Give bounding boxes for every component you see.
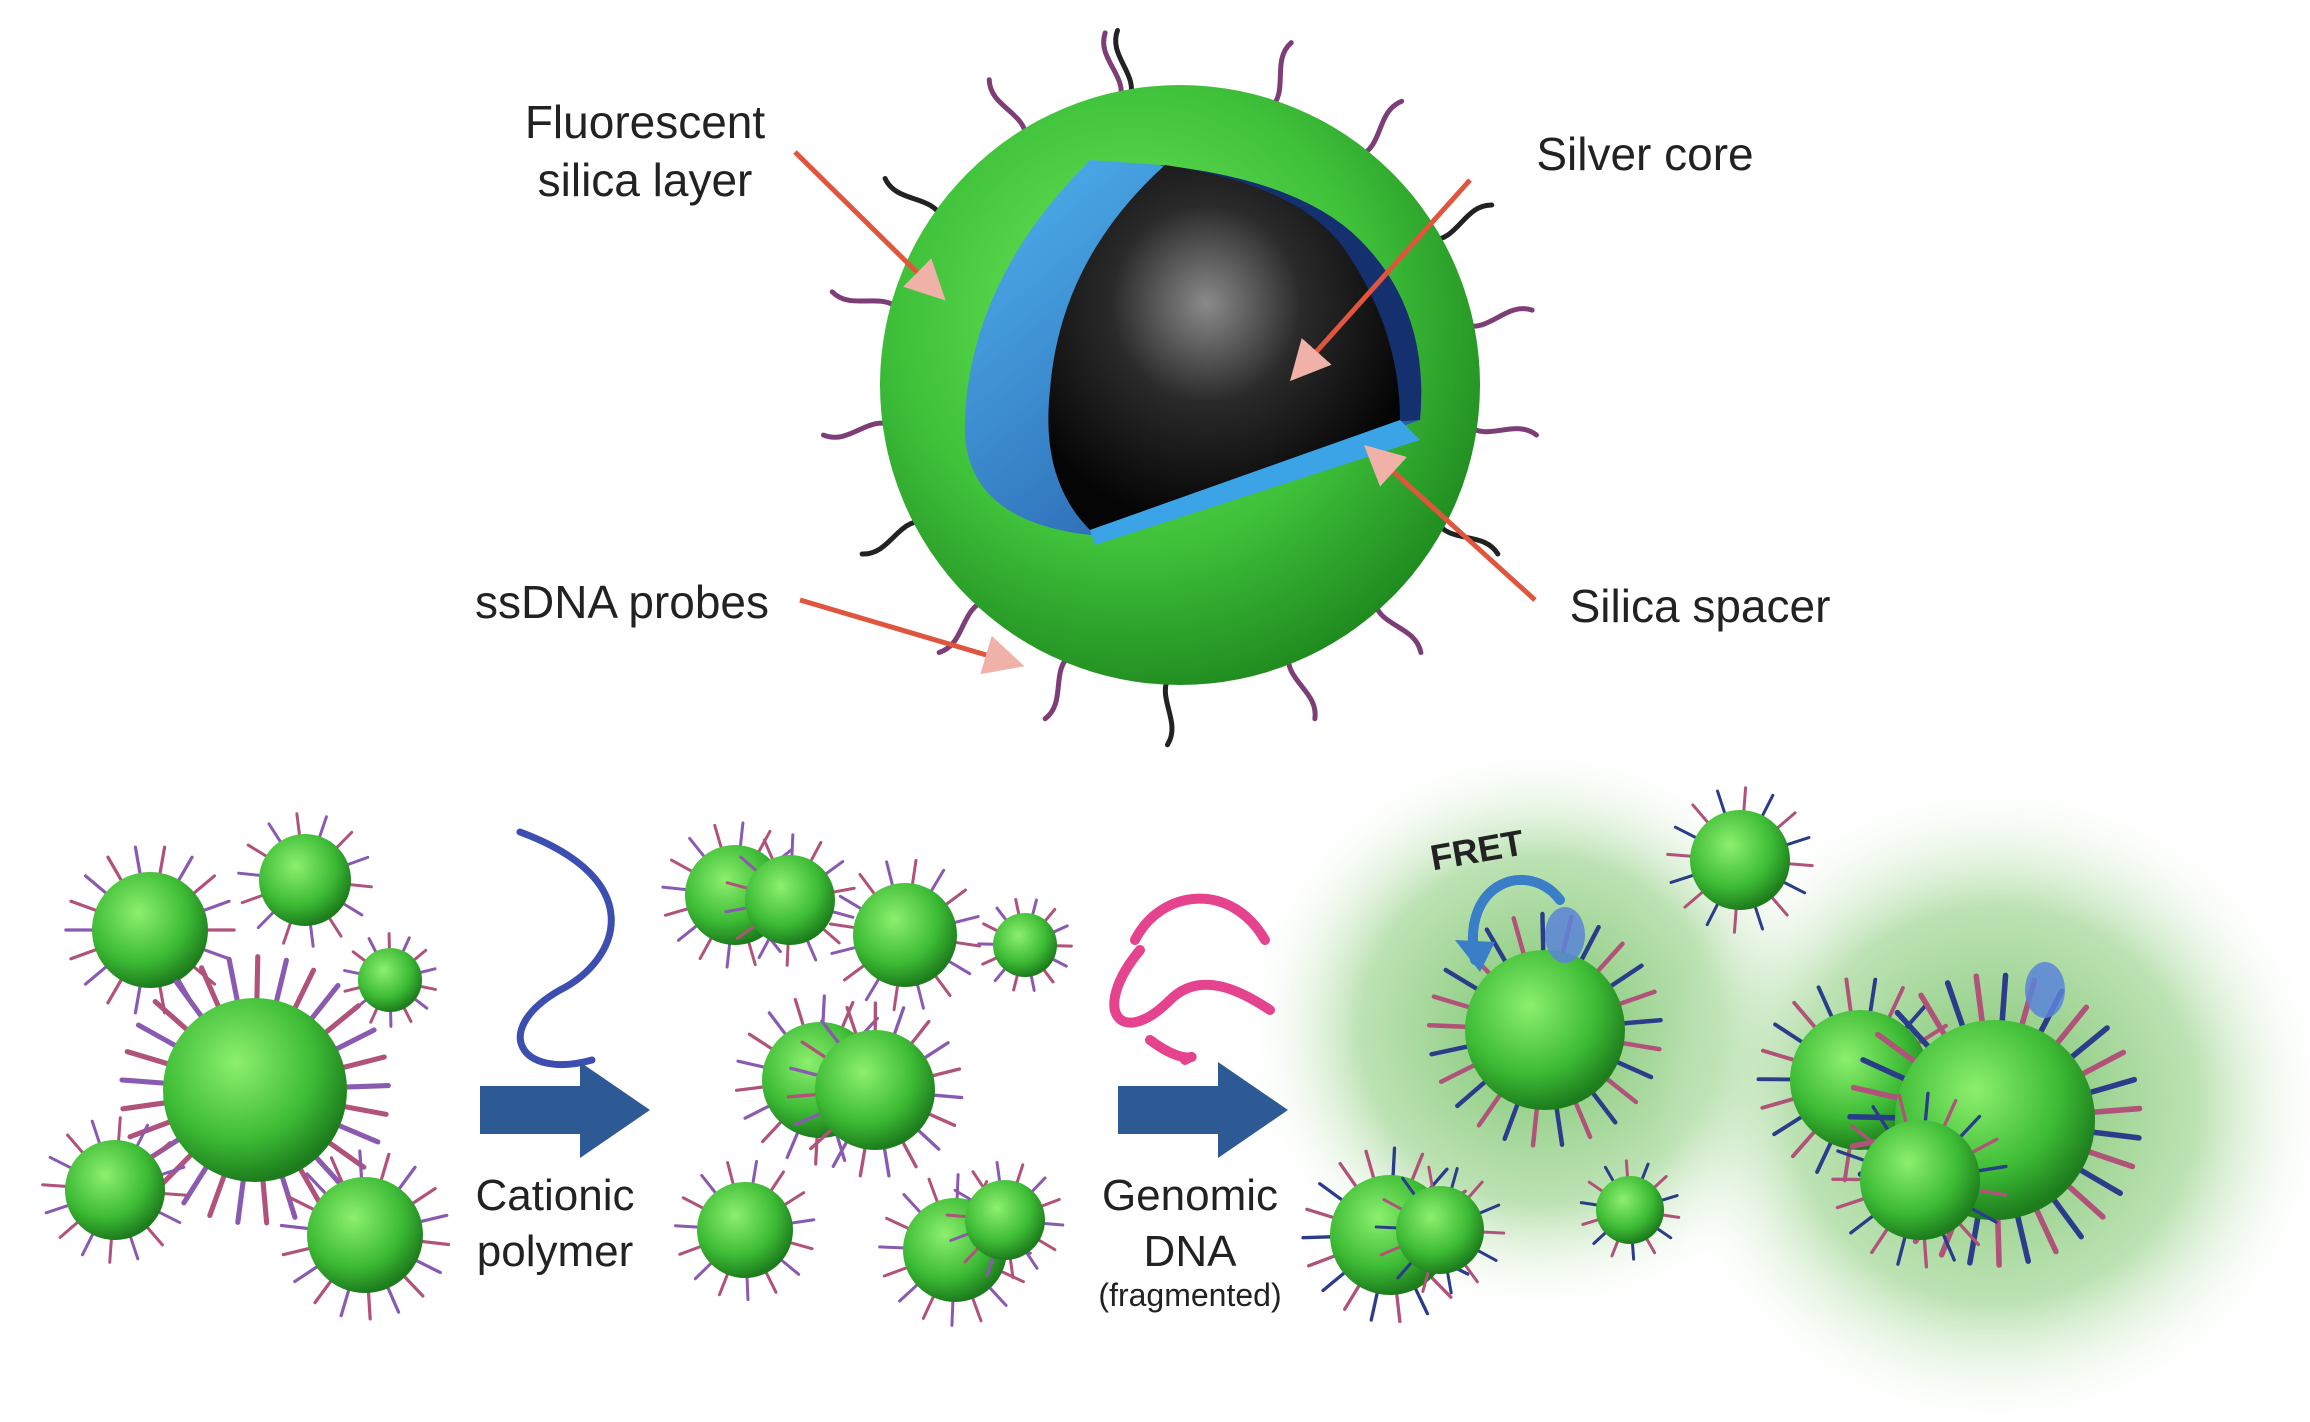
nanoparticle — [1374, 1165, 1506, 1295]
silver-core — [1048, 165, 1400, 530]
particle-body — [697, 1182, 793, 1278]
nanoparticle — [786, 1001, 964, 1178]
pointer-silica-spacer — [1363, 444, 1537, 602]
process-arrow-1 — [480, 1062, 650, 1158]
label-cationic-line1: Cationic — [476, 1171, 635, 1220]
hybridized-dna-highlight-1 — [1545, 907, 1585, 963]
label-fluorescent-layer-line2: silica layer — [538, 154, 753, 206]
label-ssdna-probes: ssDNA probes — [475, 576, 769, 628]
label-genomic-line2: DNA — [1144, 1227, 1238, 1276]
nanoparticle — [674, 1159, 816, 1302]
ssdna-strand — [1267, 40, 1294, 112]
particle-body — [1690, 810, 1790, 910]
particle-body — [1596, 1176, 1664, 1244]
ssdna-strand — [1101, 30, 1124, 104]
label-silver-core: Silver core — [1536, 128, 1753, 180]
fret-indicator: FRET — [1427, 822, 2065, 1018]
particle-body — [163, 998, 347, 1182]
nanoparticle — [64, 845, 236, 1015]
nanoparticle — [724, 833, 856, 967]
ssdna-strand — [829, 289, 903, 313]
ssdna-strand — [1162, 672, 1175, 748]
particle-body — [358, 948, 422, 1012]
dna-fragment-2 — [1109, 945, 1275, 1028]
particle-body — [745, 855, 835, 945]
pointer-ssdna-probes — [799, 597, 1025, 675]
particle-body — [815, 1030, 935, 1150]
label-genomic-line1: Genomic — [1102, 1171, 1278, 1220]
particle-body — [1860, 1120, 1980, 1240]
nanoparticle — [237, 812, 373, 948]
particle-body — [965, 1180, 1045, 1260]
dna-fragment-3 — [1145, 1035, 1197, 1065]
nanoparticle — [1831, 1091, 2008, 1269]
nanoparticle — [41, 1116, 189, 1264]
nanoparticle — [1426, 911, 1663, 1148]
nanoparticle — [343, 932, 437, 1028]
nanoparticle — [279, 1149, 451, 1321]
nanoparticle — [945, 1161, 1065, 1279]
particle-body — [307, 1177, 423, 1293]
genomic-dna-fragments — [1109, 893, 1275, 1065]
ssdna-strand — [882, 176, 945, 222]
label-genomic-line3: (fragmented) — [1098, 1277, 1281, 1313]
label-pointers — [793, 150, 1537, 675]
nanoparticle — [828, 858, 982, 1012]
fret-curved-arrow-icon — [1468, 875, 1565, 965]
nanoparticle — [1666, 786, 1814, 934]
nanoparticle-groups — [41, 786, 2143, 1327]
ssdna-strand — [1464, 422, 1539, 438]
ssdna-strand — [986, 77, 1029, 142]
cationic-polymer-strand — [516, 828, 615, 1068]
particle-body — [853, 883, 957, 987]
nanoparticle — [977, 898, 1073, 992]
label-fluorescent-layer-line1: Fluorescent — [525, 96, 766, 148]
spacer-bottom-face — [1090, 420, 1420, 545]
particle-body — [259, 834, 351, 926]
ssdna-strand — [1356, 98, 1405, 159]
fret-arrowhead-icon — [1455, 940, 1495, 972]
pointer-fluorescent-layer — [793, 150, 946, 301]
ssdna-strand — [1285, 651, 1318, 722]
dna-fragment-1 — [1130, 893, 1270, 945]
hybridized-dna-highlight-2 — [2025, 962, 2065, 1018]
ssdna-strand — [1042, 651, 1074, 722]
particle-body — [1396, 1186, 1484, 1274]
ssdna-strand — [1371, 598, 1424, 656]
ssdna-strand — [1461, 306, 1535, 329]
particle-body — [65, 1140, 165, 1240]
label-cationic-line2: polymer — [477, 1227, 634, 1276]
big-nanoparticle — [821, 27, 1539, 748]
pointer-silver-core — [1289, 178, 1472, 382]
particle-body — [1465, 950, 1625, 1110]
particle-body — [993, 913, 1057, 977]
nanoparticle — [119, 954, 391, 1226]
nanoparticle — [1579, 1159, 1681, 1261]
ssdna-strand — [859, 518, 927, 557]
ssdna-strand — [821, 420, 896, 440]
process-arrow-2 — [1118, 1062, 1288, 1158]
label-silica-spacer: Silica spacer — [1570, 580, 1831, 632]
particle-body — [92, 872, 208, 988]
